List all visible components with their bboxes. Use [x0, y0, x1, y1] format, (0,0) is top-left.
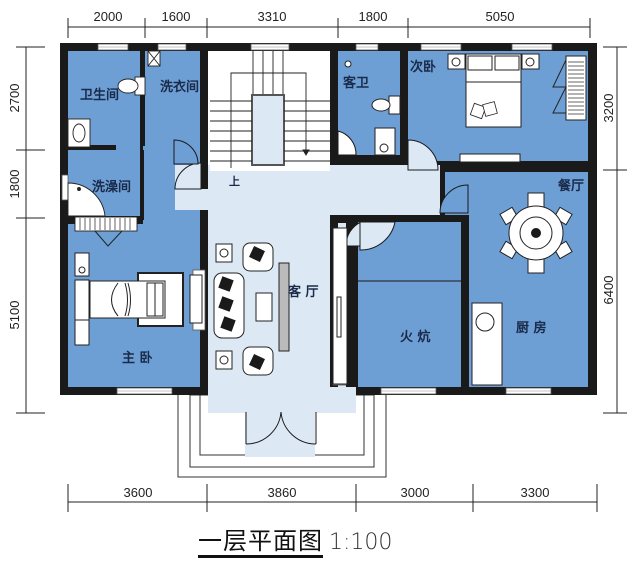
nightstand-top	[74, 252, 90, 277]
title-name: 一层平面图	[198, 527, 323, 558]
dim-top-1: 2000	[94, 9, 123, 24]
label-living-room: 客 厅	[288, 284, 319, 300]
coffee-table	[255, 292, 273, 322]
entrance-door	[245, 411, 317, 445]
shower-tray	[67, 182, 106, 217]
tv-unit-living	[332, 227, 348, 385]
dim-bottom-4: 3300	[521, 485, 550, 500]
dim-bottom-1: 3600	[124, 485, 153, 500]
centerpiece	[531, 228, 541, 238]
top-dimensions	[67, 18, 591, 38]
label-shower: 洗澡间	[92, 179, 131, 195]
wardrobe-master	[74, 216, 138, 232]
master-door-swing	[174, 162, 202, 190]
label-guest-bath: 客卫	[343, 75, 369, 91]
wardrobe-slats	[79, 218, 131, 230]
label-kitchen: 厨 房	[516, 320, 547, 336]
kitchen-counter	[471, 302, 503, 386]
dim-left-2: 1800	[7, 170, 22, 199]
bottom-dimensions	[67, 484, 598, 512]
label-second-bedroom: 次卧	[410, 59, 436, 75]
dim-left-1: 2700	[7, 84, 22, 113]
dim-left-3: 5100	[7, 301, 22, 330]
label-laundry: 洗衣间	[160, 79, 199, 95]
dim-bottom-2: 3860	[268, 485, 297, 500]
kang-room	[358, 222, 461, 387]
dim-right-2: 6400	[601, 276, 616, 305]
entry-step	[245, 387, 315, 457]
hall-connector	[330, 165, 440, 215]
left-dimensions	[16, 46, 45, 414]
tv-cabinet-master	[189, 274, 203, 324]
dim-bottom-3: 3000	[401, 485, 430, 500]
right-dimensions	[603, 46, 627, 414]
guest-toilet-tank	[388, 95, 401, 115]
dim-top-3: 3310	[258, 9, 287, 24]
pillows	[469, 101, 498, 120]
stair-up-label: 上	[229, 174, 240, 188]
guest-bath-fixtures	[344, 60, 401, 156]
staircase	[210, 51, 330, 168]
label-dining-room: 餐厅	[557, 178, 584, 194]
cushions	[218, 246, 265, 370]
label-master-bedroom: 主 卧	[122, 350, 153, 366]
doors	[173, 130, 469, 251]
window-lines	[98, 46, 552, 392]
rug-edge	[278, 262, 290, 352]
dim-right-1: 3200	[601, 94, 616, 123]
wardrobe-second-slats	[568, 61, 584, 115]
dim-top-4: 1800	[359, 9, 388, 24]
label-kang: 火 炕	[400, 329, 431, 345]
toilet-bowl	[117, 78, 139, 94]
bath-fixtures	[67, 50, 161, 232]
master-bed	[74, 230, 203, 346]
tv-cabinet-second	[459, 153, 521, 163]
nightstand-bottom	[74, 319, 90, 346]
title-scale: 1:100	[329, 530, 393, 555]
dim-top-5: 5050	[486, 9, 515, 24]
dim-top-2: 1600	[162, 9, 191, 24]
wardrobe-second	[565, 55, 587, 121]
label-toilet: 卫生间	[80, 87, 119, 103]
